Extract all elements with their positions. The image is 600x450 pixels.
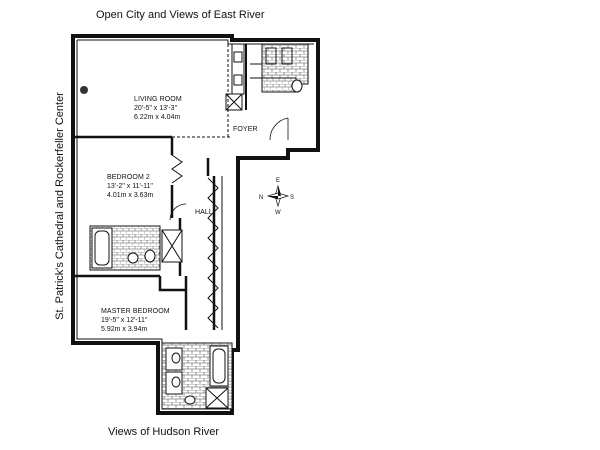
living-room-dim-metric: 6.22m x 4.04m xyxy=(134,114,180,121)
compass-s: S xyxy=(290,195,294,201)
foyer-door xyxy=(269,117,289,141)
bedroom2-closet xyxy=(171,154,183,184)
hall-closets xyxy=(207,176,223,330)
kitchen xyxy=(225,43,309,111)
compass-w: W xyxy=(275,210,281,216)
master-bedroom-label: MASTER BEDROOM xyxy=(101,308,170,315)
view-label-east-river: Open City and Views of East River xyxy=(96,9,265,21)
foyer-label: FOYER xyxy=(233,126,258,133)
bedroom2-dim-imperial: 13'-2" x 11'-11" xyxy=(107,183,153,190)
living-room-dim-imperial: 20'-5" x 13'-3" xyxy=(134,105,178,112)
column xyxy=(80,86,88,94)
master-bedroom-dim-imperial: 19'-5" x 12'-11" xyxy=(101,317,148,324)
living-room-label: LIVING ROOM xyxy=(134,96,182,103)
outer-walls xyxy=(71,34,320,415)
master-bedroom-dim-metric: 5.92m x 3.94m xyxy=(101,326,147,333)
bath-2 xyxy=(89,225,183,271)
compass xyxy=(266,184,290,208)
hall-label: HALL xyxy=(195,209,213,216)
bedroom2-label: BEDROOM 2 xyxy=(107,174,150,181)
compass-n: N xyxy=(259,195,263,201)
bedroom2-dim-metric: 4.01m x 3.63m xyxy=(107,192,153,199)
view-label-hudson-river: Views of Hudson River xyxy=(108,426,220,438)
compass-e: E xyxy=(276,178,280,184)
bedroom2-door xyxy=(169,203,187,221)
master-bath xyxy=(161,342,233,410)
